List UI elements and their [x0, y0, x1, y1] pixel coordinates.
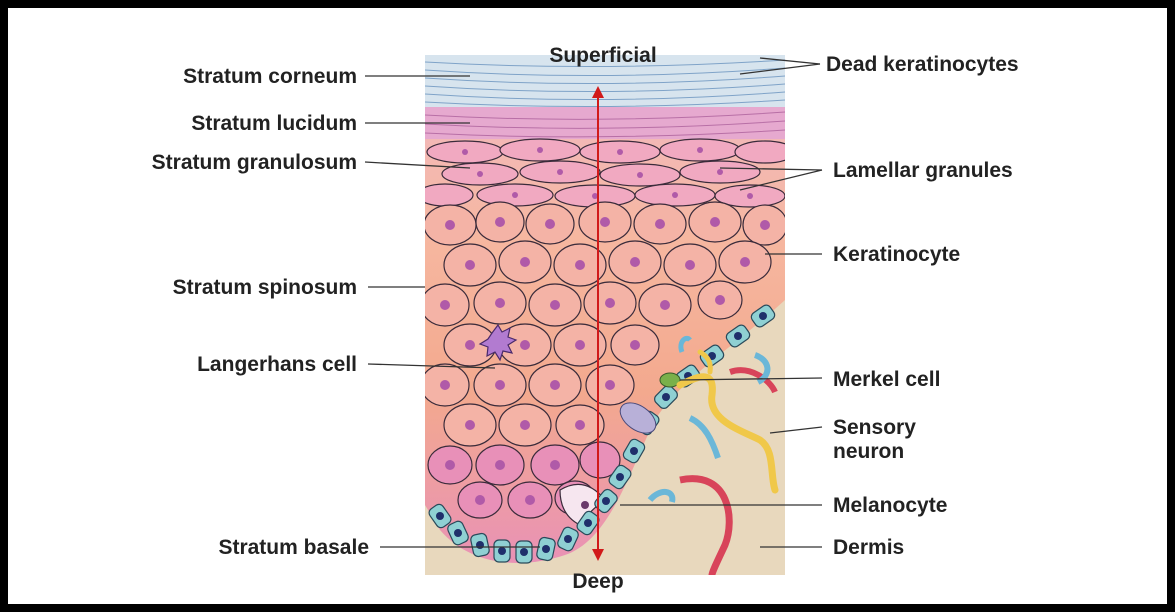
- label-merkel-cell: Merkel cell: [833, 368, 940, 391]
- label-sensory-neuron-line2: neuron: [833, 440, 904, 463]
- label-langerhans-cell: Langerhans cell: [197, 353, 357, 376]
- label-stratum-lucidum: Stratum lucidum: [191, 112, 357, 135]
- label-dead-keratinocytes: Dead keratinocytes: [826, 53, 1019, 76]
- label-dermis: Dermis: [833, 536, 904, 559]
- label-stratum-spinosum: Stratum spinosum: [173, 276, 357, 299]
- label-lamellar-granules: Lamellar granules: [833, 159, 1013, 182]
- stratum-lucidum-layer: [425, 107, 785, 139]
- label-stratum-corneum: Stratum corneum: [183, 65, 357, 88]
- label-keratinocyte: Keratinocyte: [833, 243, 960, 266]
- label-sensory-neuron-line1: Sensory: [833, 416, 916, 439]
- label-stratum-basale: Stratum basale: [218, 536, 369, 559]
- label-deep: Deep: [572, 570, 623, 593]
- label-stratum-granulosum: Stratum granulosum: [152, 151, 357, 174]
- label-melanocyte: Melanocyte: [833, 494, 947, 517]
- label-superficial: Superficial: [549, 44, 656, 67]
